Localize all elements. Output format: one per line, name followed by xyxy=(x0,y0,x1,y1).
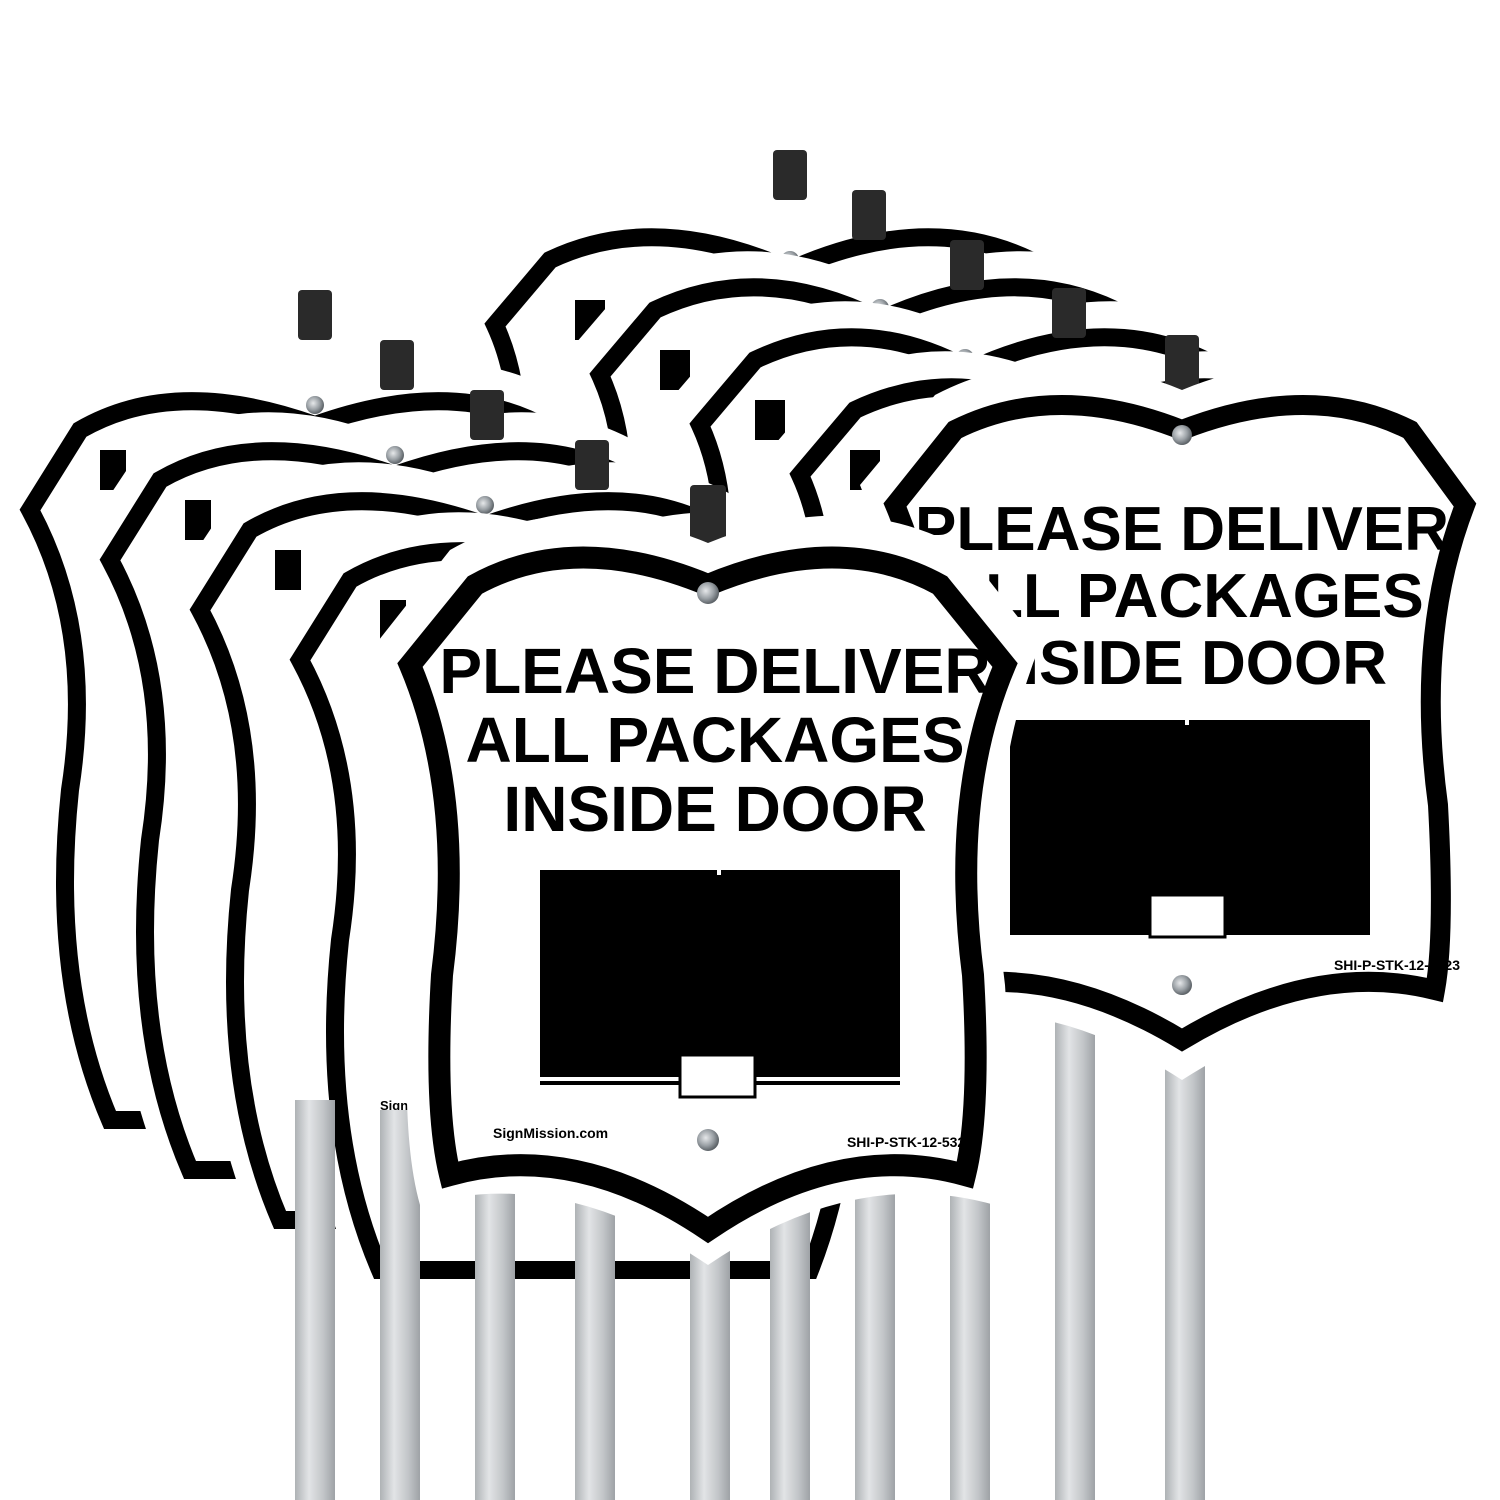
bolt-icon xyxy=(1172,975,1192,995)
stake xyxy=(575,1170,615,1500)
bolt-icon xyxy=(697,1129,719,1151)
shield-sign-front-right: PLEASE DELIVER ALL PACKAGES INSIDE DOOR … xyxy=(860,335,1500,1080)
stake xyxy=(855,1140,895,1500)
brand-text: SignMission.com xyxy=(493,1125,608,1141)
sign-line-3: INSIDE DOOR xyxy=(503,773,926,845)
door-graphic xyxy=(540,865,900,1085)
shield-sign-front: PLEASE DELIVER ALL PACKAGES INSIDE DOOR … xyxy=(375,485,1040,1265)
stake xyxy=(475,1150,515,1500)
stake xyxy=(380,1110,420,1500)
package-icon xyxy=(678,1053,757,1099)
sign-line-1: PLEASE DELIVER xyxy=(915,495,1449,564)
sign-line-1: PLEASE DELIVER xyxy=(439,635,990,707)
stake xyxy=(1165,1050,1205,1500)
sign-line-2: ALL PACKAGES xyxy=(466,704,965,776)
sign-line-3: INSIDE DOOR xyxy=(977,629,1387,698)
sign-line-2: ALL PACKAGES xyxy=(940,562,1423,631)
bolt-icon xyxy=(697,582,719,604)
stake-cap xyxy=(690,485,726,543)
sku-text: SHI-P-STK-12-5323 xyxy=(847,1134,973,1150)
package-icon xyxy=(1148,893,1227,939)
stake xyxy=(1055,1000,1095,1500)
stake xyxy=(295,1100,335,1500)
sku-text: SHI-P-STK-12-5323 xyxy=(1334,957,1460,973)
bolt-icon xyxy=(1172,425,1192,445)
stake-cap xyxy=(1165,335,1199,390)
